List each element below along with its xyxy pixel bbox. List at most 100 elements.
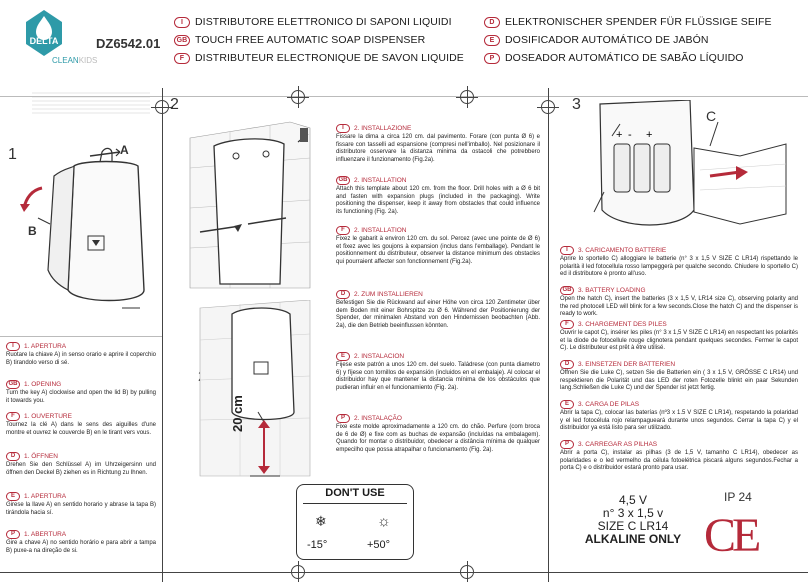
section-title: 2. INSTALLATION [354,176,407,184]
section-body: Tournez la clé A) dans le sens des aigui… [6,422,156,436]
section-body: Fissare la dima a circa 120 cm. dal pavi… [336,134,540,163]
title-text: ELEKTRONISCHER SPENDER FÜR FLÜSSIGE SEIF… [505,16,772,28]
lang-badge: D [484,16,500,28]
lang-badge: I [174,16,190,28]
lang-badge: I [6,342,20,351]
section-body: Fixe este molde aproximadamente a 120 cm… [336,424,540,453]
section-heading: GB 2. INSTALLATION [336,176,540,185]
title-row: GB TOUCH FREE AUTOMATIC SOAP DISPENSER [174,34,425,46]
lang-badge: F [336,226,350,235]
section-body: Fixez le gabarit à environ 120 cm. du so… [336,236,540,265]
section-heading: D 2. ZUM INSTALLIEREN [336,290,540,299]
lang-badge: GB [6,380,20,389]
svg-text:+: + [646,129,652,141]
section-body: Fijese este patrón a unos 120 cm. del su… [336,362,540,391]
section-body: Open the hatch C), insert the batteries … [560,296,798,318]
title-text: TOUCH FREE AUTOMATIC SOAP DISPENSER [195,34,426,46]
section-title: 1. ABERTURA [24,530,67,538]
section-body: Girese la llave A) en sentido horario y … [6,502,156,516]
lang-badge: I [336,124,350,133]
section-body: Turn the key A) clockwise and open the l… [6,390,156,404]
section-body: Befestigen Sie die Rückwand auf einer Hö… [336,300,540,329]
section-title: 3. CARICAMENTO BATTERIE [578,246,667,254]
ip-rating: IP 24 [724,490,752,504]
frame-line [0,96,808,97]
dont-use-divider [303,503,407,504]
spec-batteries: n° 3 x 1,5 v [602,506,664,520]
lang-badge: D [336,290,350,299]
measure-label: 20 cm [230,395,245,432]
lang-badge: GB [336,176,350,185]
faint-watermark [32,92,150,114]
svg-text:+: + [616,129,622,141]
lang-badge: GB [560,286,574,295]
section-title: 1. ÖFFNEN [24,452,58,460]
brand-logo [22,8,66,60]
brand-sub-kids: KIDS [78,56,98,65]
title-text: DOSIFICADOR AUTOMÁTICO DE JABÓN [505,34,709,46]
instruction-section: D 2. ZUM INSTALLIEREN Befestigen Sie die R… [336,290,540,330]
crosshair-mark [151,96,173,118]
section-body: Attach this template about 120 cm. from … [336,186,540,215]
lang-badge: GB [174,34,190,46]
section-title: 3. CARREGAR AS PILHAS [578,440,658,448]
section-title: 1. APERTURA [24,492,67,500]
installed-dispenser-illustration [180,299,330,485]
lang-badge: P [6,530,20,539]
section-title: 1. APERTURA [24,342,67,350]
brand-sub: CLEANKIDS [52,56,97,65]
section-heading: E 1. APERTURA [6,492,156,501]
temp-high: +50° [367,539,391,551]
section-title: 2. ZUM INSTALLIEREN [354,290,423,298]
lang-badge: E [6,492,20,501]
section-title: 2. INSTALACION [354,352,405,360]
section-body: Drehen Sie den Schlüssel A) im Uhrzeiger… [6,462,156,476]
frame-line [0,336,162,337]
section-body: Ruotare la chiave A) in senso orario e a… [6,352,156,366]
section-title: 1. OPENING [24,380,62,388]
lang-badge: P [336,414,350,423]
lang-badge: P [560,440,574,449]
frame-line [162,88,163,582]
battery-loading-illustration: + - + [590,99,795,240]
lang-badge: F [6,412,20,421]
svg-text:-: - [628,129,632,141]
dont-use-box: DON'T USE ❄ ☼ -15° +50° [296,484,414,560]
title-text: DISTRIBUTORE ELETTRONICO DI SAPONI LIQUI… [195,16,452,28]
title-row: I DISTRIBUTORE ELETTRONICO DI SAPONI LIQU… [174,16,452,28]
crosshair-mark [287,86,309,108]
specs-block: 4,5 V n° 3 x 1,5 v SIZE C LR14 ALKALINE … [578,494,688,546]
label-b: B [28,224,37,238]
temp-low: -15° [307,539,328,551]
model-number: DZ6542.01 [96,36,161,51]
section-body: Abrir a porta C), instalar as pilhas (3 … [560,450,798,472]
label-c: C [706,108,717,124]
lang-badge: D [560,360,574,369]
section-heading: GB 1. OPENING [6,380,156,389]
frame-line [548,88,549,582]
instruction-section: P 1. ABERTURA Gire a chave A) no sentido h… [6,530,156,555]
frame-line [0,572,808,573]
instruction-section: E 1. APERTURA Girese la llave A) en sentid… [6,492,156,517]
section-body: Gire a chave A) no sentido horário e par… [6,540,156,554]
lang-badge: P [484,52,500,64]
label-a: A [120,143,129,157]
dont-use-label: DON'T USE [325,487,385,499]
cold-icon: ❄ [315,513,327,529]
instruction-section: I 1. APERTURA Ruotare la chiave A) in sens… [6,342,156,367]
